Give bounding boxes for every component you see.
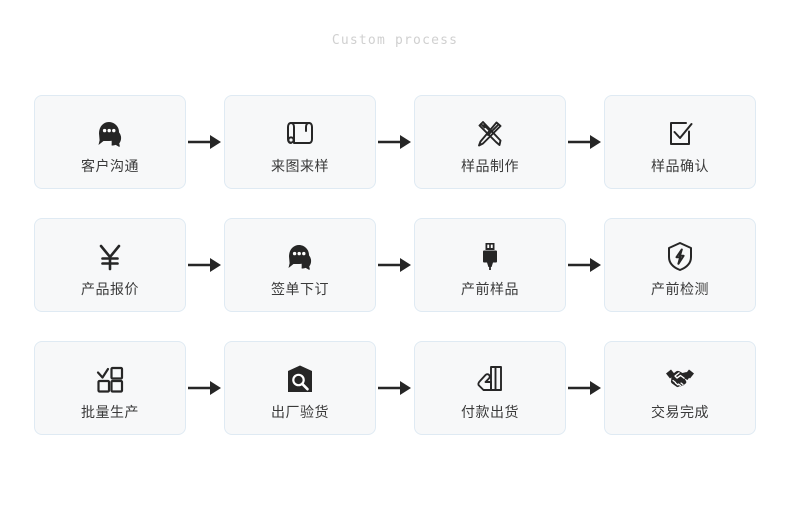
scroll-blueprint-icon bbox=[280, 111, 320, 155]
process-step-label: 付款出货 bbox=[461, 403, 519, 420]
flow-arrow bbox=[186, 133, 224, 151]
handshake-icon bbox=[660, 357, 700, 401]
process-step-mass-production[interactable]: 批量生产 bbox=[34, 340, 186, 435]
flow-arrow bbox=[566, 256, 604, 274]
flow-arrow bbox=[186, 256, 224, 274]
chat-bubbles-icon bbox=[90, 111, 130, 155]
process-step-label: 交易完成 bbox=[651, 403, 709, 420]
process-flow-grid: 客户沟通 bbox=[0, 80, 790, 449]
process-step-label: 产品报价 bbox=[81, 280, 139, 297]
usb-connector-icon bbox=[470, 234, 510, 278]
flow-arrow bbox=[566, 379, 604, 397]
process-step-sample-making[interactable]: 样品制作 bbox=[414, 94, 566, 189]
process-step-transaction-complete[interactable]: 交易完成 bbox=[604, 340, 756, 435]
process-step-label: 样品制作 bbox=[461, 157, 519, 174]
chat-bubbles-icon bbox=[280, 234, 320, 278]
yuan-currency-icon bbox=[90, 234, 130, 278]
flow-arrow bbox=[566, 133, 604, 151]
process-row-1: 客户沟通 bbox=[0, 80, 790, 203]
flow-arrow bbox=[376, 133, 414, 151]
box-magnifier-icon bbox=[280, 357, 320, 401]
process-step-pre-production-sample[interactable]: 产前样品 bbox=[414, 217, 566, 312]
checkbox-check-icon bbox=[660, 111, 700, 155]
process-step-label: 来图来样 bbox=[271, 157, 329, 174]
process-step-label: 出厂验货 bbox=[271, 403, 329, 420]
process-step-customer-communication[interactable]: 客户沟通 bbox=[34, 94, 186, 189]
process-step-product-quotation[interactable]: 产品报价 bbox=[34, 217, 186, 312]
process-row-3: 批量生产 出厂验货 bbox=[0, 326, 790, 449]
process-step-drawing-sample[interactable]: 来图来样 bbox=[224, 94, 376, 189]
pencil-ruler-cross-icon bbox=[470, 111, 510, 155]
process-step-label: 样品确认 bbox=[651, 157, 709, 174]
process-step-label: 签单下订 bbox=[271, 280, 329, 297]
shield-bolt-icon bbox=[660, 234, 700, 278]
process-step-label: 客户沟通 bbox=[81, 157, 139, 174]
grid-check-icon bbox=[90, 357, 130, 401]
flow-arrow bbox=[376, 256, 414, 274]
process-step-label: 产前样品 bbox=[461, 280, 519, 297]
page-title: Custom process bbox=[331, 33, 459, 48]
process-step-sample-confirmation[interactable]: 样品确认 bbox=[604, 94, 756, 189]
hand-card-icon bbox=[470, 357, 510, 401]
process-step-order-signing[interactable]: 签单下订 bbox=[224, 217, 376, 312]
process-row-2: 产品报价 签单下订 bbox=[0, 203, 790, 326]
process-step-payment-shipment[interactable]: 付款出货 bbox=[414, 340, 566, 435]
flow-arrow bbox=[376, 379, 414, 397]
process-step-factory-inspection[interactable]: 出厂验货 bbox=[224, 340, 376, 435]
process-step-pre-production-inspection[interactable]: 产前检测 bbox=[604, 217, 756, 312]
flow-arrow bbox=[186, 379, 224, 397]
process-step-label: 批量生产 bbox=[81, 403, 139, 420]
process-step-label: 产前检测 bbox=[651, 280, 709, 297]
